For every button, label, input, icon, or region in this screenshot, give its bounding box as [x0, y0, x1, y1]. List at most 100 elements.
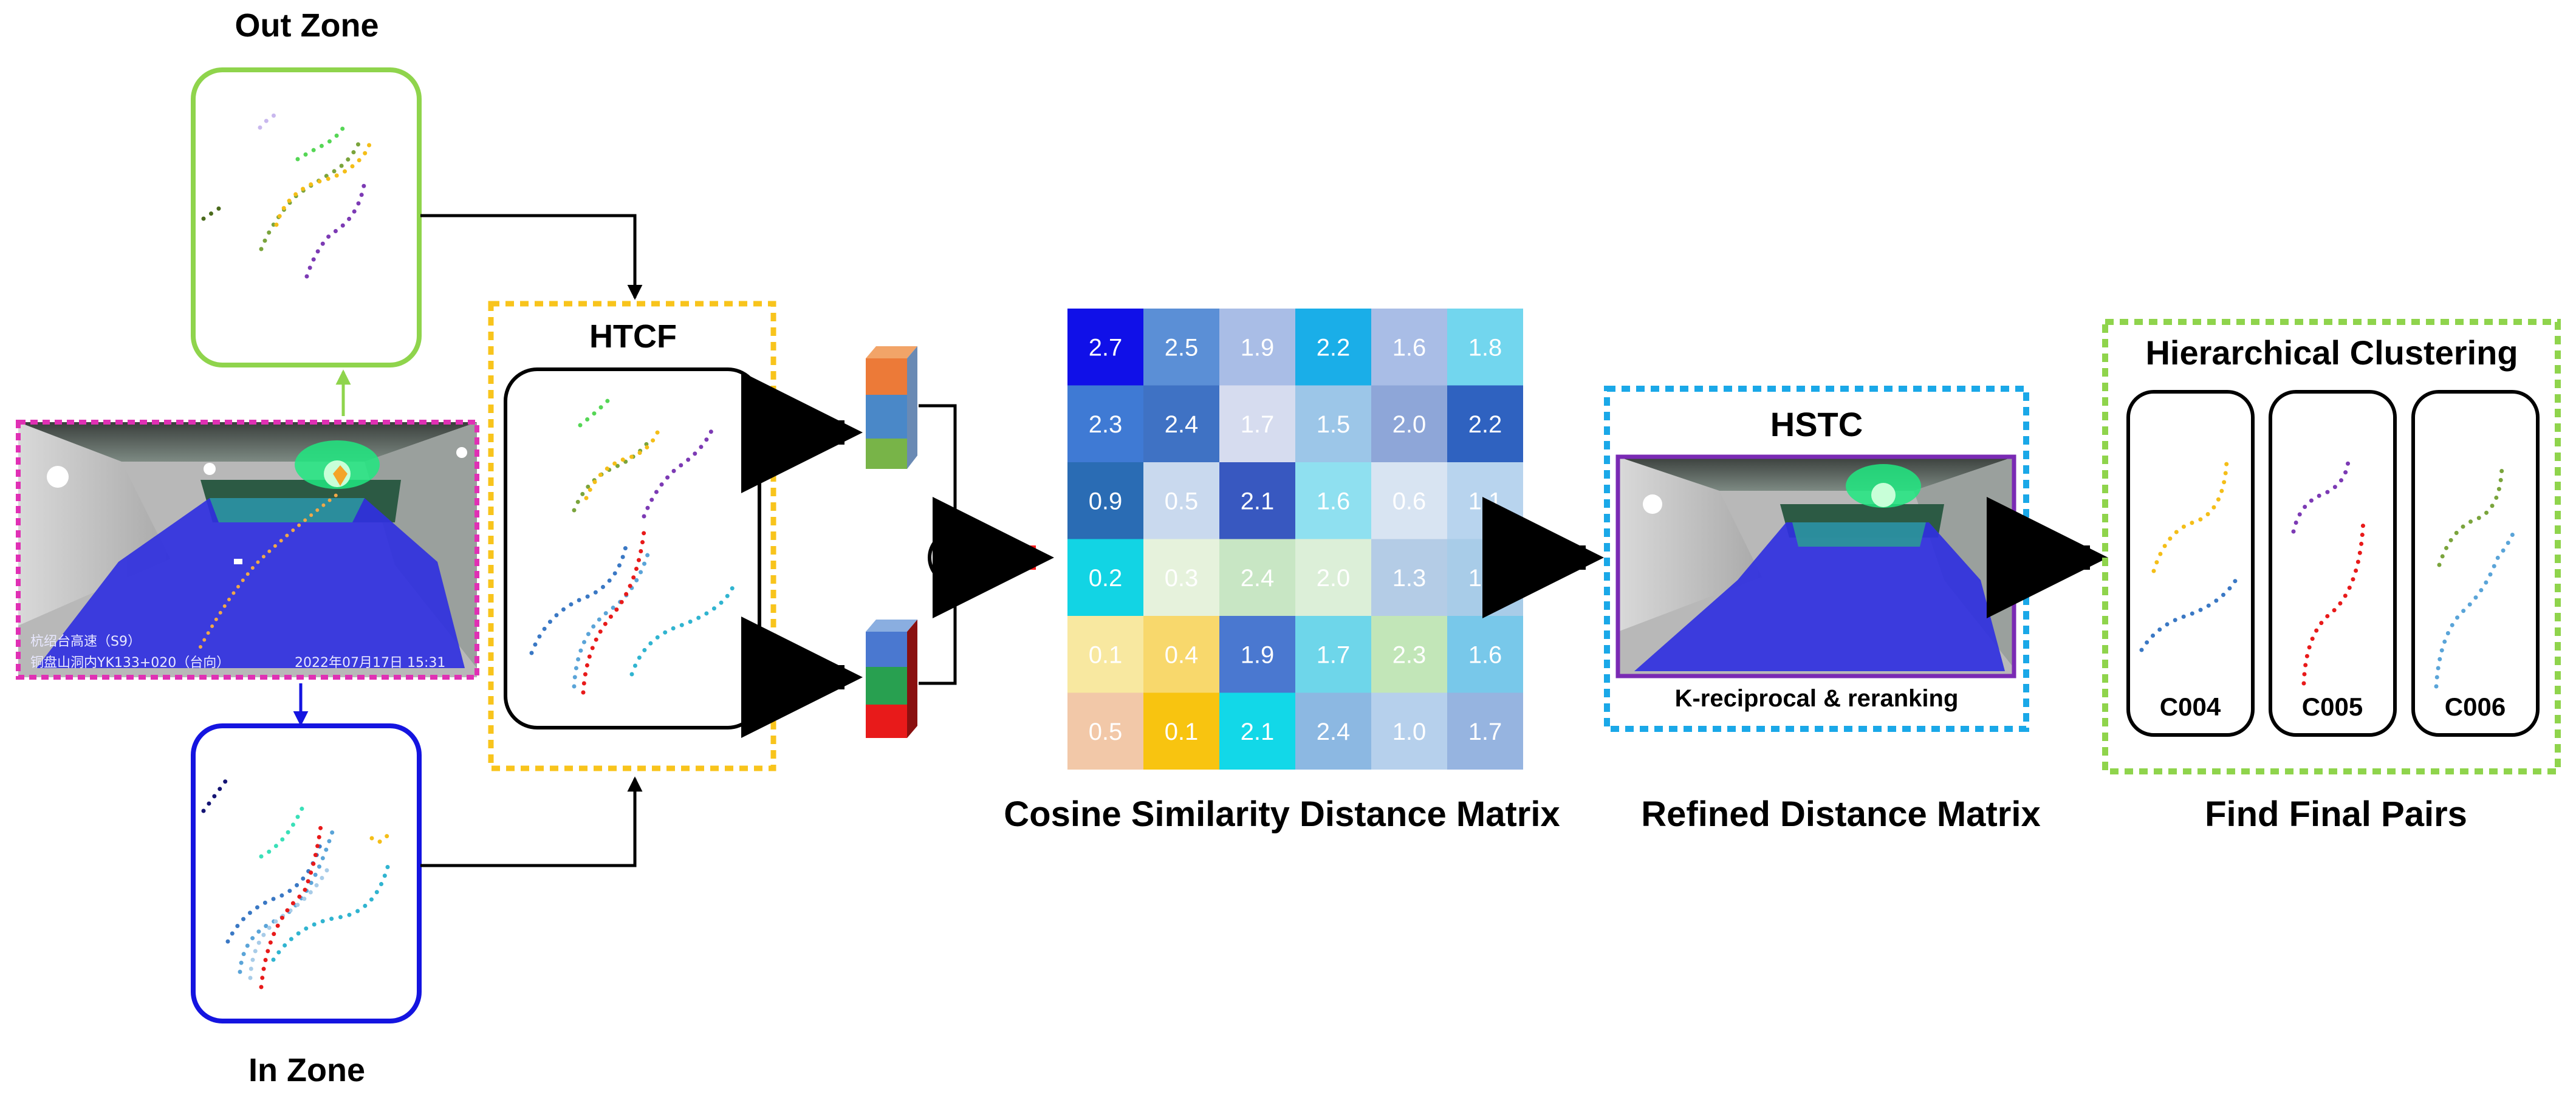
matrix-cell [1067, 462, 1143, 539]
matrix-cell [1295, 462, 1371, 539]
k-reciprocal-label: K-reciprocal & reranking [1675, 685, 1959, 712]
matrix-cell-value: 2.4 [1317, 719, 1351, 745]
matrix-cell [1295, 385, 1371, 462]
matrix-cell-value: 2.2 [1468, 411, 1502, 438]
arrow-in-zone-to-htcf [420, 776, 643, 867]
cluster-card-c005: C005 [2269, 390, 2397, 737]
matrix-cell [1219, 539, 1295, 616]
final-pairs-caption: Find Final Pairs [2205, 794, 2467, 834]
camera-overlay-line2: 铜盘山洞内YK133+020（台向） [30, 655, 230, 671]
in-zone-trajectories [201, 778, 391, 989]
refined-matrix-caption: Refined Distance Matrix [1641, 794, 2041, 834]
matrix-cell [1067, 385, 1143, 462]
matrix-cell-value: 2.2 [1317, 334, 1351, 361]
matrix-cell [1371, 462, 1447, 539]
feature-stack-in [866, 620, 917, 738]
matrix-cell [1143, 539, 1219, 616]
matrix-cell [1219, 616, 1295, 693]
matrix-cell-value: 2.3 [1392, 641, 1427, 668]
matrix-cell [1371, 539, 1447, 616]
matrix-cell [1371, 616, 1447, 693]
matrix-cell-value: 1.3 [1392, 565, 1427, 592]
matrix-cell [1295, 309, 1371, 386]
matrix-cell-value: 2.0 [1392, 411, 1427, 438]
matrix-cell [1143, 385, 1219, 462]
matrix-cell [1371, 692, 1447, 770]
matrix-cell [1143, 692, 1219, 770]
matrix-cell-value: 0.3 [1165, 565, 1199, 592]
matrix-cell-value: 0.5 [1089, 719, 1123, 745]
matrix-cell [1067, 309, 1143, 386]
in-zone-label: In Zone [248, 1052, 365, 1088]
camera-overlay-timestamp: 2022年07月17日 15:31 [295, 655, 445, 671]
matrix-cell-value: 1.6 [1392, 334, 1427, 361]
matrix-cell-value: 0.5 [1165, 488, 1199, 514]
matrix-cell [1143, 462, 1219, 539]
matrix-cell [1447, 616, 1523, 693]
out-zone-label: Out Zone [235, 7, 379, 44]
cluster-id-c006: C006 [2445, 692, 2506, 721]
matrix-cell-value: 2.7 [1089, 334, 1123, 361]
camera-overlay-line1: 杭绍台高速（S9） [30, 634, 141, 649]
out-zone-box [191, 67, 422, 367]
matrix-cell-value: 0.1 [1165, 719, 1199, 745]
feature-stack-out [866, 346, 917, 469]
matrix-cell-value: 2.4 [1241, 565, 1275, 592]
matrix-cell [1219, 309, 1295, 386]
matrix-cell [1067, 539, 1143, 616]
matrix-cell-value: 1.5 [1468, 565, 1502, 592]
matrix-cell-value: 0.1 [1089, 641, 1123, 668]
matrix-cell [1295, 692, 1371, 770]
line-feature-in-to-multiply [919, 587, 963, 685]
line-feature-out-to-multiply [919, 404, 963, 528]
matrix-cell-value: 2.1 [1241, 488, 1275, 514]
clustering-label: Hierarchical Clustering [2145, 333, 2518, 372]
multiply-operator-icon [928, 530, 982, 585]
matrix-cell [1447, 385, 1523, 462]
matrix-cell [1447, 309, 1523, 386]
matrix-cell [1143, 309, 1219, 386]
matrix-cell-value: 2.3 [1089, 411, 1123, 438]
matrix-cell-value: 2.0 [1317, 565, 1351, 592]
matrix-cell [1447, 692, 1523, 770]
clustering-box [2102, 319, 2561, 774]
matrix-cell-value: 0.6 [1392, 488, 1427, 514]
matrix-cell-value: 2.4 [1165, 411, 1199, 438]
matrix-cell [1219, 385, 1295, 462]
source-camera-frame: 杭绍台高速（S9） 铜盘山洞内YK133+020（台向） 2022年07月17日… [16, 420, 479, 680]
cosine-matrix-caption: Cosine Similarity Distance Matrix [1004, 794, 1560, 834]
matrix-cell-value: 1.9 [1241, 641, 1275, 668]
matrix-cell-value: 1.0 [1392, 719, 1427, 745]
matrix-cell-value: 0.9 [1089, 488, 1123, 514]
matrix-cell [1143, 616, 1219, 693]
matrix-cell-value: 1.6 [1317, 488, 1351, 514]
matrix-cell [1219, 692, 1295, 770]
out-zone-trajectories [201, 112, 373, 279]
matrix-cell-value: 2.1 [1241, 719, 1275, 745]
htcf-label: HTCF [589, 318, 677, 355]
matrix-cell-value: 1.9 [1241, 334, 1275, 361]
matrix-cell [1067, 616, 1143, 693]
cluster-card-c006: C006 [2411, 390, 2540, 737]
matrix-cell [1067, 692, 1143, 770]
matrix-cell-value: 1.7 [1241, 411, 1275, 438]
hstc-label: HSTC [1770, 405, 1863, 443]
cluster-id-c004: C004 [2160, 692, 2221, 721]
htcf-box [488, 301, 776, 771]
matrix-cell-value: 1.7 [1317, 641, 1351, 668]
matrix-cell [1219, 462, 1295, 539]
arrow-out-zone-to-htcf [420, 214, 643, 300]
in-zone-box [191, 723, 422, 1023]
htcf-trajectories [529, 398, 738, 695]
matrix-cell [1295, 616, 1371, 693]
hstc-refined-frame [1615, 454, 2016, 678]
matrix-cell-value: 1.5 [1317, 411, 1351, 438]
cluster-card-c004: C004 [2126, 390, 2255, 737]
matrix-cell-value: 2.5 [1165, 334, 1199, 361]
matrix-cell-value: 1.6 [1468, 641, 1502, 668]
matrix-cell [1295, 539, 1371, 616]
matrix-cell [1371, 385, 1447, 462]
matrix-cell-value: 0.2 [1089, 565, 1123, 592]
